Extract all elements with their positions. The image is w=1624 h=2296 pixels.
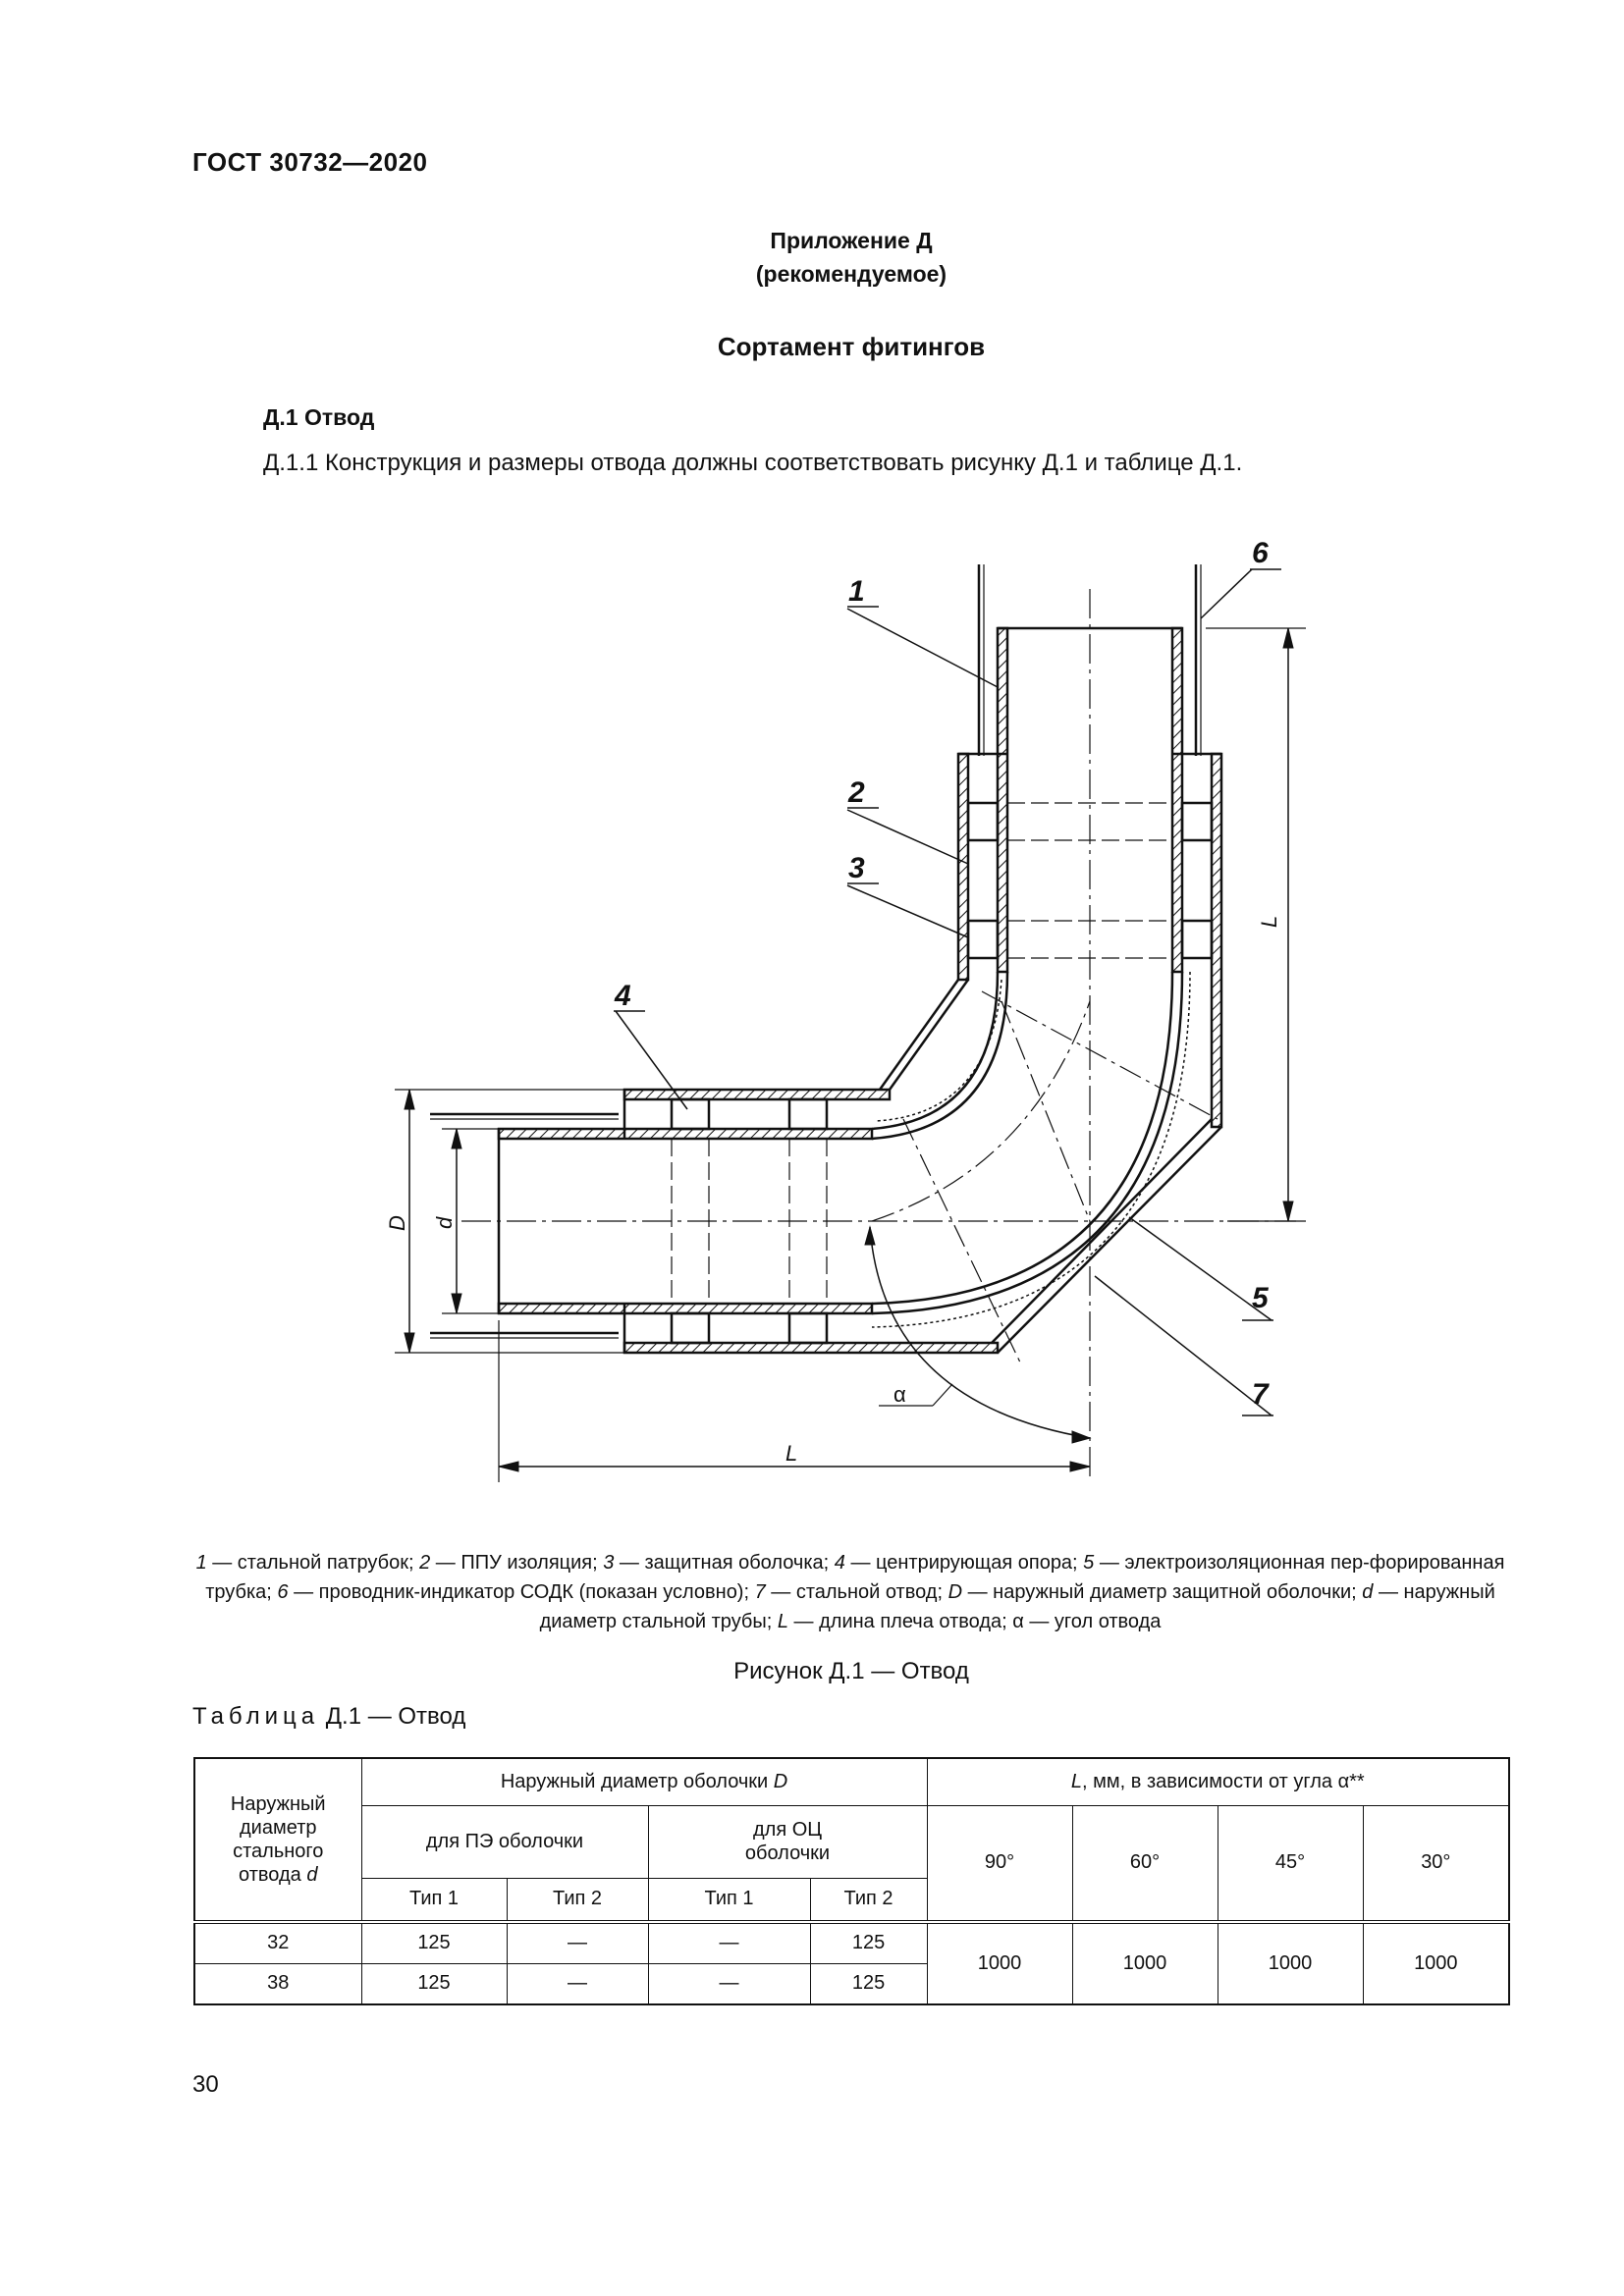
legend-num: 3: [603, 1552, 615, 1574]
header-oc-type2: Тип 2: [809, 1877, 928, 1923]
label-alpha: α: [893, 1382, 906, 1407]
header-angle-60: 60°: [1071, 1804, 1218, 1923]
callout-4: 4: [614, 980, 631, 1012]
appendix-heading: Приложение Д (рекомендуемое): [0, 224, 1624, 291]
appendix-status: (рекомендуемое): [755, 261, 947, 287]
cell-L-45: 1000: [1217, 1920, 1364, 2005]
legend-text: — угол отвода: [1023, 1611, 1162, 1632]
callout-6: 6: [1252, 537, 1269, 569]
callout-2: 2: [847, 776, 865, 809]
table-caption-label: Таблица: [192, 1703, 320, 1730]
header-pe-shell: для ПЭ оболочки: [360, 1804, 649, 1879]
legend-num: α: [1012, 1611, 1024, 1632]
cell-d: 38: [193, 1962, 362, 2005]
table-row: 38 125 — — 125: [193, 1962, 1509, 2005]
document-code: ГОСТ 30732—2020: [192, 147, 428, 177]
steel-elbow-inner: [871, 971, 1009, 1141]
header-shell-diameter: Наружный диаметр оболочки D: [360, 1757, 928, 1806]
legend-num: 4: [834, 1552, 845, 1574]
page-number: 30: [192, 2071, 219, 2098]
elbow-drawing: L L D d α 1 2 3 4 5 6: [385, 537, 1306, 1482]
centering-support: [1180, 801, 1214, 842]
label-D: D: [385, 1215, 409, 1231]
label-d: d: [432, 1216, 457, 1229]
cell-oc1: —: [647, 1920, 811, 1964]
subsection-title: Д.1 Отвод: [263, 404, 375, 430]
legend-num: 6: [277, 1581, 289, 1603]
steel-pipe-wall: [497, 1127, 874, 1141]
cell-d: 32: [193, 1920, 362, 1964]
steel-pipe-wall: [1170, 626, 1184, 974]
legend-num: 7: [754, 1581, 766, 1603]
legend-text: — наружный диаметр стальной трубы;: [539, 1581, 1495, 1632]
header-L: L, мм, в зависимости от угла α**: [926, 1757, 1510, 1806]
legend-num: L: [777, 1611, 788, 1632]
legend-text: — наружный диаметр защитной оболочки;: [962, 1581, 1363, 1603]
legend-text: — электроизоляционная пер-форированная т…: [205, 1552, 1505, 1603]
shell-wall: [623, 1341, 1000, 1355]
cell-pe2: —: [506, 1962, 649, 2005]
legend-num: D: [947, 1581, 963, 1603]
legend-num: 1: [195, 1552, 207, 1574]
section-title: Сортамент фитингов: [717, 332, 986, 361]
steel-pipe-wall: [996, 626, 1009, 974]
shell-wall: [956, 752, 970, 982]
header-oc-type1: Тип 1: [647, 1877, 811, 1923]
cell-L-90: 1000: [926, 1920, 1073, 2005]
header-pe-type2: Тип 2: [506, 1877, 649, 1923]
cell-oc1: —: [647, 1962, 811, 2005]
legend-num: 5: [1083, 1552, 1095, 1574]
table-caption-text: Д.1 — Отвод: [319, 1703, 466, 1730]
cell-pe1: 125: [360, 1920, 508, 1964]
cell-oc2: 125: [809, 1962, 928, 2005]
cell-L-60: 1000: [1071, 1920, 1218, 2005]
header-steel-diameter: Наружный диаметр стального отвода d: [193, 1757, 362, 1923]
legend-text: — центрирующая опора;: [844, 1552, 1084, 1574]
cell-pe2: —: [506, 1920, 649, 1964]
legend-text: — защитная оболочка;: [614, 1552, 835, 1574]
label-L-horizontal: L: [785, 1441, 797, 1466]
header-angle-30: 30°: [1362, 1804, 1510, 1923]
legend-text: — ППУ изоляция;: [430, 1552, 604, 1574]
header-pe-type1: Тип 1: [360, 1877, 508, 1923]
header-angle-45: 45°: [1217, 1804, 1364, 1923]
shell-wall: [1210, 752, 1223, 1129]
callout-5: 5: [1252, 1282, 1270, 1314]
elbow-table: Наружный диаметр стального отвода d Нару…: [193, 1757, 1511, 2005]
cell-oc2: 125: [809, 1920, 928, 1964]
legend-num: d: [1362, 1581, 1374, 1603]
steel-pipe-wall: [497, 1302, 874, 1315]
table-row: 32 125 — — 125 1000 1000 1000 1000: [193, 1920, 1510, 2005]
cell-L-30: 1000: [1362, 1920, 1510, 2005]
paragraph: Д.1.1 Конструкция и размеры отвода должн…: [263, 450, 1243, 476]
callout-1: 1: [848, 575, 865, 608]
figure-caption: Рисунок Д.1 — Отвод: [733, 1658, 969, 1684]
legend-text: — стальной патрубок;: [206, 1552, 420, 1574]
header-oc-shell: для ОЦ оболочки: [647, 1804, 928, 1879]
legend-text: — проводник-индикатор СОДК (показан усло…: [288, 1581, 755, 1603]
label-L-vertical: L: [1257, 916, 1281, 928]
legend-num: 2: [419, 1552, 431, 1574]
steel-elbow-outer: [871, 971, 1184, 1315]
centering-support: [966, 801, 1000, 842]
legend-text: — длина плеча отвода;: [788, 1611, 1013, 1632]
shell-bend: [997, 1126, 1222, 1354]
angle-alpha-arc: [869, 1226, 1091, 1439]
shell-wall: [623, 1088, 892, 1101]
legend-text: — стальной отвод;: [765, 1581, 948, 1603]
header-angle-90: 90°: [926, 1804, 1073, 1923]
callout-7: 7: [1252, 1378, 1270, 1411]
centering-support: [670, 1097, 711, 1131]
cell-pe1: 125: [360, 1962, 508, 2005]
table-caption: Таблица Д.1 — Отвод: [192, 1703, 465, 1731]
appendix-title: Приложение Д: [770, 228, 933, 253]
callout-3: 3: [848, 852, 865, 884]
figure-legend: 1 — стальной патрубок; 2 — ППУ изоляция;…: [192, 1548, 1508, 1636]
